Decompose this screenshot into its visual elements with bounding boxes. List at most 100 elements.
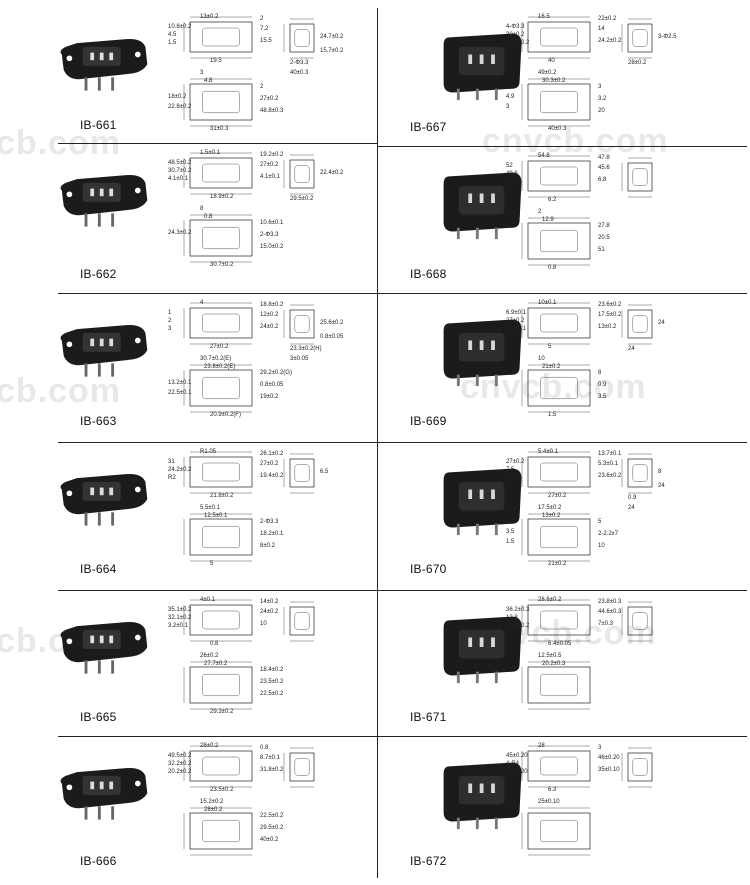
dimension-label: 4-R4 xyxy=(506,761,520,767)
dimension-label: 20.2±0.3 xyxy=(542,661,566,667)
dimension-label: 23.3±0.2(H) xyxy=(290,346,322,352)
dimension-label: 2-Φ3.3 xyxy=(290,60,309,66)
dimension-label: 23.6±0.2 xyxy=(598,302,622,308)
dimension-label: 18.2±0.1 xyxy=(260,531,284,537)
row-divider-right-2 xyxy=(377,293,747,294)
dimension-label: 29.3±0.2 xyxy=(210,709,234,715)
dimension-label: 8 xyxy=(598,370,602,376)
dimension-label: 0.8±0.05 xyxy=(320,334,344,340)
dimension-label: 21±0.2 xyxy=(548,561,567,567)
dimension-label: 20.9±0.2(F) xyxy=(210,412,241,418)
dimension-label: 27±0.2 xyxy=(260,96,279,102)
dimension-label: 1.5 xyxy=(506,539,515,545)
dimension-label: 28 xyxy=(538,743,545,749)
dimension-label: 52 xyxy=(506,163,513,169)
product-photo xyxy=(60,767,148,820)
dimension-label: 21±0.2 xyxy=(542,364,561,370)
dimension-label: 5 xyxy=(210,561,214,567)
dimension-label: 30.7±0.2 xyxy=(168,168,192,174)
watermark-left-2: cb.com xyxy=(0,372,122,410)
dimension-label: 8 xyxy=(200,206,204,212)
dimension-label: 0.9 xyxy=(628,495,637,501)
product-photo xyxy=(60,621,148,674)
dimension-label: 6.8 xyxy=(598,177,607,183)
model-label: IB-669 xyxy=(410,414,447,428)
dimension-label: 4 xyxy=(200,300,204,306)
dimension-label: 46±0.20 xyxy=(598,755,620,761)
dimension-label: 4±0.1 xyxy=(200,597,216,603)
dimension-label: 48.5±0.2 xyxy=(168,160,192,166)
dimension-label: 3±0.05 xyxy=(290,356,309,362)
dimension-label: 2 xyxy=(538,209,542,215)
dimension-label: 0.8 xyxy=(204,214,213,220)
dimension-label: 17.5±0.2 xyxy=(538,505,562,511)
dimension-label: 14 xyxy=(598,26,605,32)
dimension-label: 6.3 xyxy=(548,787,557,793)
dimension-label: 20.2±0.2 xyxy=(168,769,192,775)
dimension-label: 25.6±0.2 xyxy=(320,320,344,326)
dimension-label: 13.7±0.1 xyxy=(598,451,622,457)
dimension-label: 6.4±0.05 xyxy=(548,641,572,647)
dimension-label: 26.1±0.2 xyxy=(506,40,530,46)
dimension-label: 4.1±0.1 xyxy=(168,176,189,182)
dimension-label: 30 xyxy=(506,179,513,185)
dimension-label: 4.9 xyxy=(506,94,515,100)
dimension-label: 10.6±0.1 xyxy=(260,220,284,226)
dimension-label: 24±0.2 xyxy=(260,324,279,330)
dimension-label: 45.6 xyxy=(598,165,610,171)
dimension-label: 29.5±0.2 xyxy=(260,825,284,831)
dimension-label: 20.5 xyxy=(598,235,610,241)
dimension-label: 1 xyxy=(168,310,172,316)
dimension-label: 3 xyxy=(598,745,602,751)
dimension-label: 47.8 xyxy=(598,155,610,161)
dimension-label: 54.8 xyxy=(538,153,550,159)
dimension-label: 3-Φ2.5 xyxy=(658,34,677,40)
dimension-label: 18±0.2 xyxy=(168,94,187,100)
dimension-label: 22±0.2 xyxy=(598,16,617,22)
dimension-label: 0.8±0.05 xyxy=(260,382,284,388)
dimension-label: 2-2.2x7 xyxy=(598,531,619,537)
dimension-label: 0.9 xyxy=(598,382,607,388)
dimension-label: 40±0.2 xyxy=(260,837,279,843)
dimension-label: 6.2 xyxy=(548,197,557,203)
row-divider-right-5 xyxy=(377,736,747,737)
dimension-label: 16.5 xyxy=(538,14,550,20)
model-label: IB-668 xyxy=(410,267,447,281)
dimension-label: 13.2±0.1 xyxy=(168,380,192,386)
row-divider-right-1 xyxy=(377,146,747,147)
model-label: IB-665 xyxy=(80,710,117,724)
dimension-label: 24.2±0.2 xyxy=(168,467,192,473)
row-divider-left-4 xyxy=(58,590,378,591)
dimension-label: 4.5 xyxy=(168,32,177,38)
dimension-label: 4.1±0.1 xyxy=(260,174,281,180)
dimension-label: 28±0.2 xyxy=(200,743,219,749)
dimension-label: 23.5±0.2 xyxy=(260,679,284,685)
dimension-label: 30.3±0.2 xyxy=(542,78,566,84)
dimension-label: 5 xyxy=(598,519,602,525)
dimension-label: 10 xyxy=(506,475,513,481)
dimension-label: 2 xyxy=(260,84,264,90)
dimension-label: 27.8 xyxy=(598,223,610,229)
model-label: IB-664 xyxy=(80,562,117,576)
dimension-label: 10 xyxy=(260,621,267,627)
dimension-label: 15.2±0.2 xyxy=(200,799,224,805)
product-photo xyxy=(443,319,522,387)
dimension-label: 27±0.2 xyxy=(506,318,525,324)
column-divider xyxy=(377,8,378,878)
product-photo xyxy=(60,324,148,377)
dimension-label: 23.5±0.2 xyxy=(210,787,234,793)
product-photo xyxy=(443,172,522,240)
dimension-label: 5.4±0.1 xyxy=(538,449,559,455)
model-label: IB-663 xyxy=(80,414,117,428)
